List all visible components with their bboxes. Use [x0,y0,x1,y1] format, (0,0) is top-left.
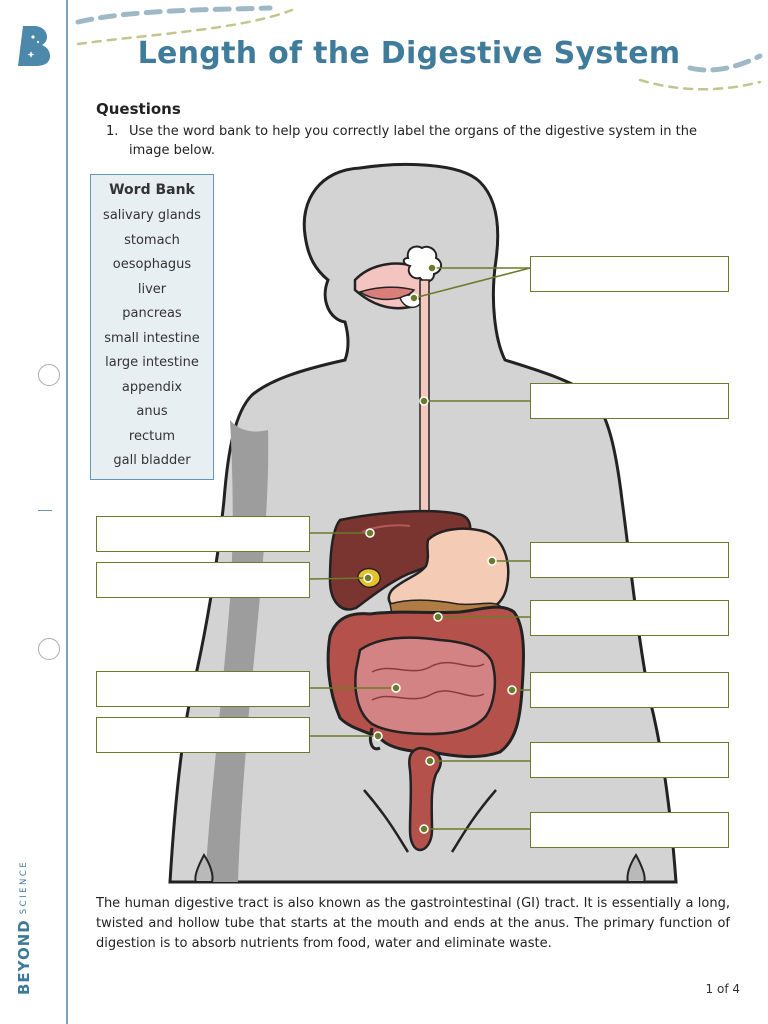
margin-line [66,0,68,1024]
label-box-pancreas-area[interactable] [530,600,729,636]
label-box-anus-area[interactable] [530,812,729,848]
word-bank-item: large intestine [105,355,199,370]
binder-hole [38,638,60,660]
word-bank-item: anus [136,404,168,419]
small-intestine [354,636,497,736]
word-bank-item: salivary glands [103,208,201,223]
word-bank-item: stomach [124,232,180,248]
word-bank-item: gall bladder [113,453,191,468]
word-bank: Word Bank salivary glands stomach oesoph… [90,174,214,480]
word-bank-title: Word Bank [109,182,195,198]
word-bank-item: pancreas [122,306,182,321]
brand-main: BEYOND [15,919,33,995]
leader-dots [363,263,517,834]
decorative-dashes [75,5,763,91]
label-box-large-intestine-area[interactable] [530,672,729,708]
page-number: 1 of 4 [705,982,740,996]
word-bank-item: liver [137,281,167,297]
beyond-b-logo-icon [16,24,52,72]
description-paragraph: The human digestive tract is also known … [96,896,730,951]
label-box-small-intestine-area[interactable] [96,671,310,707]
word-bank-item: small intestine [104,330,200,346]
label-box-rectum-area[interactable] [530,742,729,778]
binder-hole [38,364,60,386]
label-box-appendix-area[interactable] [96,717,310,753]
appendix [368,727,381,751]
word-bank-item: appendix [121,379,183,395]
leader-lines [309,267,531,830]
label-box-oesophagus-area[interactable] [530,383,729,419]
page-title: Length of the Digestive System [137,36,681,71]
rectum [408,746,442,852]
brand-wordmark: BEYOND SCIENCE [14,860,33,995]
label-box-gall-bladder-area[interactable] [96,562,310,598]
label-box-liver-area[interactable] [96,516,310,552]
question-item: 1. Use the word bank to help you correct… [106,122,730,160]
margin-tick [38,510,52,511]
label-box-stomach-area[interactable] [530,542,729,578]
questions-heading: Questions [96,100,181,118]
question-text: Use the word bank to help you correctly … [129,124,697,158]
question-number: 1. [106,124,119,139]
label-box-salivary-area[interactable] [530,256,729,292]
word-bank-item: rectum [128,428,176,444]
word-bank-item: oesophagus [112,257,192,272]
brand-sub: SCIENCE [19,859,29,915]
